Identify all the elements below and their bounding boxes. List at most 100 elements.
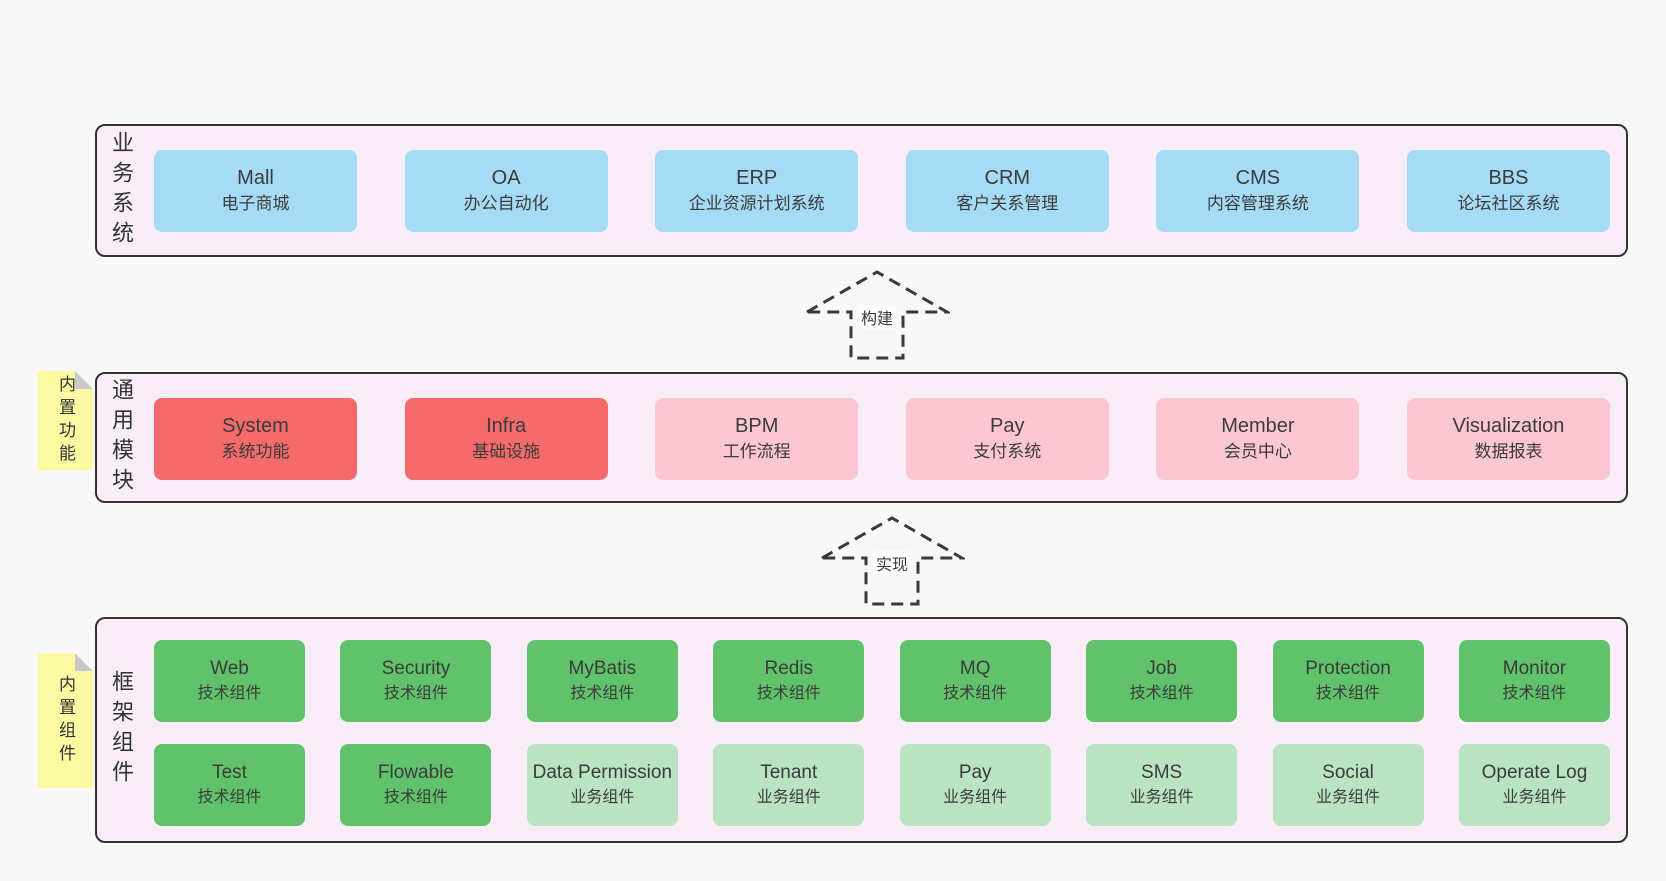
box-subtitle: 会员中心 (1223, 442, 1292, 461)
box-title: System (222, 415, 289, 437)
box-cms: CMS 内容管理系统 (1156, 150, 1360, 232)
box-title: Monitor (1502, 658, 1567, 679)
box-subtitle: 客户关系管理 (956, 194, 1059, 213)
box-subtitle: 技术组件 (570, 685, 635, 702)
build-arrow: 构建 (804, 269, 950, 361)
box-title: Visualization (1452, 415, 1565, 437)
components-box-row-2: Test 技术组件 Flowable 技术组件 Data Permission … (154, 744, 1610, 826)
box-mybatis: MyBatis 技术组件 (526, 640, 678, 722)
box-title: MyBatis (568, 658, 637, 679)
modules-box-row: System 系统功能 Infra 基础设施 BPM 工作流程 Pay 支付系统… (154, 398, 1610, 480)
dashed-up-arrow-icon (819, 516, 965, 606)
layer-common-modules: 通用模块 System 系统功能 Infra 基础设施 BPM 工作流程 Pay… (95, 372, 1628, 503)
box-subtitle: 技术组件 (1502, 685, 1567, 702)
box-security: Security 技术组件 (340, 640, 492, 722)
box-test: Test 技术组件 (154, 744, 305, 826)
box-system: System 系统功能 (154, 398, 357, 480)
box-title: Security (381, 658, 451, 679)
box-subtitle: 电子商城 (221, 194, 290, 213)
box-sms: SMS 业务组件 (1086, 744, 1238, 826)
box-subtitle: 技术组件 (756, 685, 821, 702)
box-monitor: Monitor 技术组件 (1458, 640, 1610, 722)
box-subtitle: 技术组件 (383, 685, 448, 702)
box-flowable: Flowable 技术组件 (340, 744, 492, 826)
implement-arrow-label: 实现 (872, 551, 912, 575)
box-subtitle: 业务组件 (1502, 789, 1567, 806)
box-title: Operate Log (1481, 762, 1588, 783)
box-title: Job (1146, 658, 1177, 679)
box-erp: ERP 企业资源计划系统 (655, 150, 859, 232)
box-title: SMS (1141, 762, 1183, 783)
note-text: 内置功能 (56, 374, 75, 467)
box-oa: OA 办公自动化 (404, 150, 608, 232)
box-title: Flowable (377, 762, 454, 783)
box-title: Tenant (760, 762, 818, 783)
box-subtitle: 技术组件 (197, 685, 262, 702)
box-mq: MQ 技术组件 (899, 640, 1051, 722)
box-subtitle: 业务组件 (943, 789, 1008, 806)
box-job: Job 技术组件 (1086, 640, 1238, 722)
box-title: Social (1322, 762, 1374, 783)
box-title: BPM (735, 415, 779, 437)
components-box-row-1: Web 技术组件 Security 技术组件 MyBatis 技术组件 Redi… (154, 640, 1610, 722)
box-subtitle: 论坛社区系统 (1457, 194, 1560, 213)
build-arrow-label: 构建 (857, 305, 897, 329)
box-web: Web 技术组件 (154, 640, 305, 722)
box-visualization: Visualization 数据报表 (1406, 398, 1610, 480)
box-pay-component: Pay 业务组件 (899, 744, 1051, 826)
box-subtitle: 企业资源计划系统 (688, 194, 825, 213)
box-subtitle: 业务组件 (1129, 789, 1194, 806)
box-subtitle: 业务组件 (570, 789, 635, 806)
box-tenant: Tenant 业务组件 (713, 744, 865, 826)
box-title: OA (491, 167, 521, 189)
box-title: Protection (1305, 658, 1391, 679)
box-subtitle: 技术组件 (383, 789, 448, 806)
box-bbs: BBS 论坛社区系统 (1406, 150, 1610, 232)
box-subtitle: 技术组件 (1316, 685, 1381, 702)
box-title: Test (212, 762, 247, 783)
box-protection: Protection 技术组件 (1272, 640, 1424, 722)
dashed-up-arrow-icon (804, 270, 950, 360)
box-redis: Redis 技术组件 (713, 640, 865, 722)
box-bpm: BPM 工作流程 (655, 398, 859, 480)
box-title: Mall (237, 167, 274, 189)
box-title: MQ (959, 658, 991, 679)
box-title: BBS (1488, 167, 1529, 189)
sticky-note-built-in-components: 内置组件 (38, 653, 93, 788)
box-operate-log: Operate Log 业务组件 (1458, 744, 1610, 826)
box-subtitle: 业务组件 (756, 789, 821, 806)
box-title: CMS (1235, 167, 1281, 189)
box-subtitle: 内容管理系统 (1206, 194, 1309, 213)
box-subtitle: 工作流程 (722, 442, 791, 461)
box-subtitle: 业务组件 (1316, 789, 1381, 806)
layer-label-modules: 通用模块 (109, 377, 134, 498)
box-data-permission: Data Permission 业务组件 (526, 744, 678, 826)
box-title: Pay (990, 415, 1025, 437)
note-text: 内置组件 (56, 674, 75, 767)
box-title: Pay (958, 762, 992, 783)
box-subtitle: 技术组件 (1129, 685, 1194, 702)
box-title: ERP (736, 167, 778, 189)
box-title: Infra (486, 415, 527, 437)
implement-arrow: 实现 (819, 515, 965, 607)
box-title: Data Permission (532, 762, 673, 783)
layer-label-components: 框架组件 (109, 670, 134, 790)
box-title: Member (1221, 415, 1295, 437)
box-subtitle: 基础设施 (472, 442, 541, 461)
box-title: Web (210, 658, 249, 679)
box-subtitle: 技术组件 (197, 789, 262, 806)
box-pay-system: Pay 支付系统 (905, 398, 1109, 480)
box-subtitle: 系统功能 (221, 442, 290, 461)
box-title: CRM (984, 167, 1031, 189)
box-title: Redis (764, 658, 814, 679)
box-infra: Infra 基础设施 (404, 398, 608, 480)
box-subtitle: 数据报表 (1474, 442, 1543, 461)
box-mall: Mall 电子商城 (154, 150, 357, 232)
box-subtitle: 技术组件 (943, 685, 1008, 702)
business-box-row: Mall 电子商城 OA 办公自动化 ERP 企业资源计划系统 CRM 客户关系… (154, 150, 1610, 232)
box-social: Social 业务组件 (1272, 744, 1424, 826)
layer-business-systems: 业务系统 Mall 电子商城 OA 办公自动化 ERP 企业资源计划系统 CRM… (95, 124, 1628, 257)
sticky-note-built-in-features: 内置功能 (38, 371, 93, 470)
layer-framework-components: 框架组件 Web 技术组件 Security 技术组件 MyBatis 技术组件… (95, 617, 1628, 843)
